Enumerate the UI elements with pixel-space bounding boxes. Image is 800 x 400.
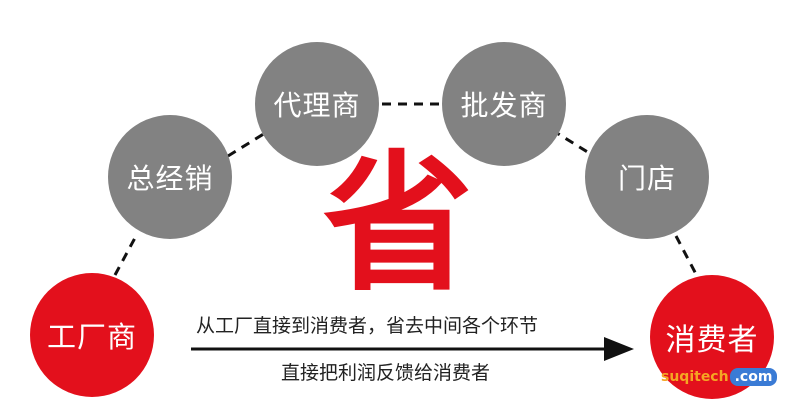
- connector-distributor-agent: [227, 128, 271, 158]
- connector-wholesaler-store: [551, 128, 595, 158]
- connector-factory-distributor: [113, 235, 138, 276]
- node-wholesaler-label: 批发商: [460, 89, 548, 122]
- node-wholesaler: 批发商: [442, 42, 566, 166]
- node-store-label: 门店: [617, 162, 676, 195]
- caption-profit: 直接把利润反馈给消费者: [281, 362, 491, 384]
- node-consumer-label: 消费者: [665, 323, 759, 358]
- node-distributor-label: 总经销: [126, 162, 214, 195]
- node-distributor: 总经销: [108, 115, 232, 239]
- site-watermark: suqitech .com: [661, 368, 778, 386]
- connector-store-consumer: [674, 235, 699, 277]
- node-store: 门店: [585, 115, 709, 239]
- save-character: 省: [322, 138, 473, 312]
- node-agent: 代理商: [255, 42, 379, 166]
- caption-direct: 从工厂直接到消费者，省去中间各个环节: [196, 315, 539, 337]
- direct-arrow-head: [604, 337, 634, 361]
- watermark-domain: .com: [729, 368, 778, 386]
- node-factory-label: 工厂商: [46, 320, 137, 354]
- node-agent-label: 代理商: [273, 89, 361, 122]
- watermark-name: suqitech: [661, 369, 729, 385]
- node-factory: 工厂商: [30, 273, 154, 397]
